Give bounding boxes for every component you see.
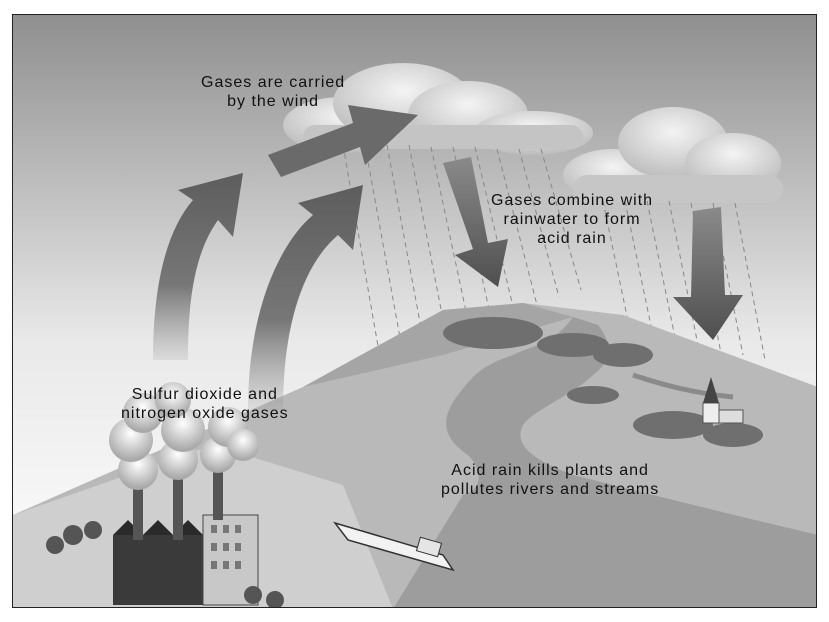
- rising-gas-arrows: [153, 105, 418, 410]
- label-gases-combine-with-rainwater: Gases combine with rainwater to form aci…: [491, 191, 653, 248]
- label-line: Sulfur dioxide and: [131, 386, 278, 403]
- label-line: acid rain: [537, 230, 607, 247]
- label-line: rainwater to form: [503, 211, 641, 228]
- label-line: by the wind: [227, 93, 320, 110]
- smoke-plumes: [109, 382, 259, 490]
- acid-rain-illustration: [13, 15, 816, 607]
- label-line: nitrogen oxide gases: [121, 405, 289, 422]
- label-line: Gases are carried: [201, 74, 346, 91]
- label-acid-rain-effects: Acid rain kills plants and pollutes rive…: [441, 461, 659, 499]
- forest: [443, 317, 763, 447]
- label-sulfur-dioxide-nitrogen-oxide: Sulfur dioxide and nitrogen oxide gases: [121, 385, 289, 423]
- rain-arrow-right: [673, 207, 743, 340]
- label-gases-carried-by-wind: Gases are carried by the wind: [201, 73, 345, 111]
- rising-arrow-left: [153, 173, 243, 360]
- rain-cloud-right: [563, 107, 783, 203]
- rain-arrow-left: [443, 157, 508, 287]
- trees: [46, 521, 284, 607]
- ship: [333, 521, 455, 572]
- rising-arrow-right: [248, 185, 363, 410]
- wind-arrow: [268, 105, 418, 177]
- label-line: pollutes rivers and streams: [441, 481, 660, 498]
- acid-rain-diagram: Gases are carried by the wind Gases comb…: [12, 14, 817, 608]
- village: [702, 377, 744, 424]
- label-line: Acid rain kills plants and: [451, 462, 649, 479]
- falling-rain-arrows: [443, 157, 743, 340]
- river: [394, 317, 816, 607]
- label-line: Gases combine with: [491, 192, 654, 209]
